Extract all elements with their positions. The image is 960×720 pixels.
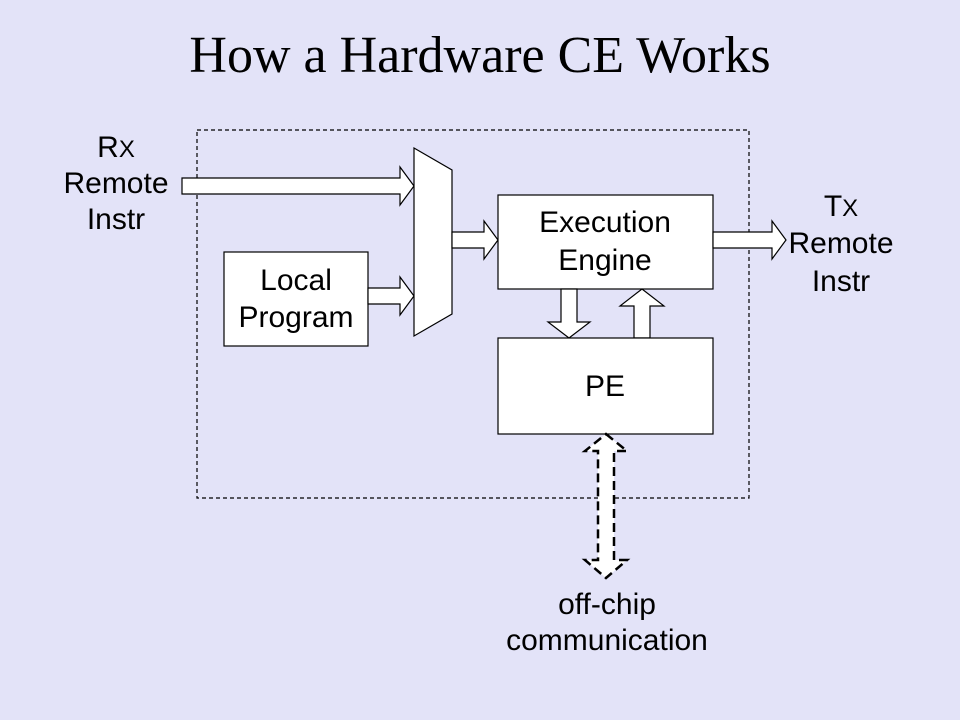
ce-boundary (196, 129, 750, 499)
svg-text:TX: TX (824, 190, 858, 223)
mux-output-arrow (451, 219, 499, 261)
offchip-line2: communication (506, 624, 708, 657)
tx-suffix: X (842, 195, 858, 222)
rx-input-arrow (181, 165, 415, 207)
execution-engine-line2: Engine (558, 244, 651, 277)
tx-remote-instr-label: TX Remote Instr (788, 190, 893, 298)
multiplexer (413, 146, 453, 338)
pe-label: PE (585, 370, 625, 403)
rx-remote-instr-label: RX Remote Instr (63, 131, 168, 236)
pe-box (497, 337, 714, 435)
rx-line3: Instr (87, 203, 145, 236)
engine-to-pe-arrow (546, 288, 592, 339)
execution-engine-box (497, 194, 714, 290)
rx-line2: Remote (63, 167, 168, 200)
offchip-line1: off-chip (558, 588, 656, 621)
tx-prefix: T (824, 190, 842, 223)
rx-prefix: R (97, 131, 119, 164)
local-program-line1: Local (260, 264, 332, 297)
svg-text:RX: RX (97, 131, 135, 164)
offchip-bidirectional-arrow (581, 432, 631, 580)
local-program-arrow (367, 275, 415, 317)
pe-to-engine-arrow (618, 288, 666, 339)
rx-suffix: X (119, 136, 135, 163)
tx-line3: Instr (812, 265, 870, 298)
local-program-box (223, 251, 369, 347)
execution-engine-line1: Execution (539, 206, 671, 239)
slide-title: How a Hardware CE Works (189, 27, 771, 84)
tx-line2: Remote (788, 227, 893, 260)
tx-output-arrow (712, 219, 787, 261)
local-program-line2: Program (238, 301, 353, 334)
